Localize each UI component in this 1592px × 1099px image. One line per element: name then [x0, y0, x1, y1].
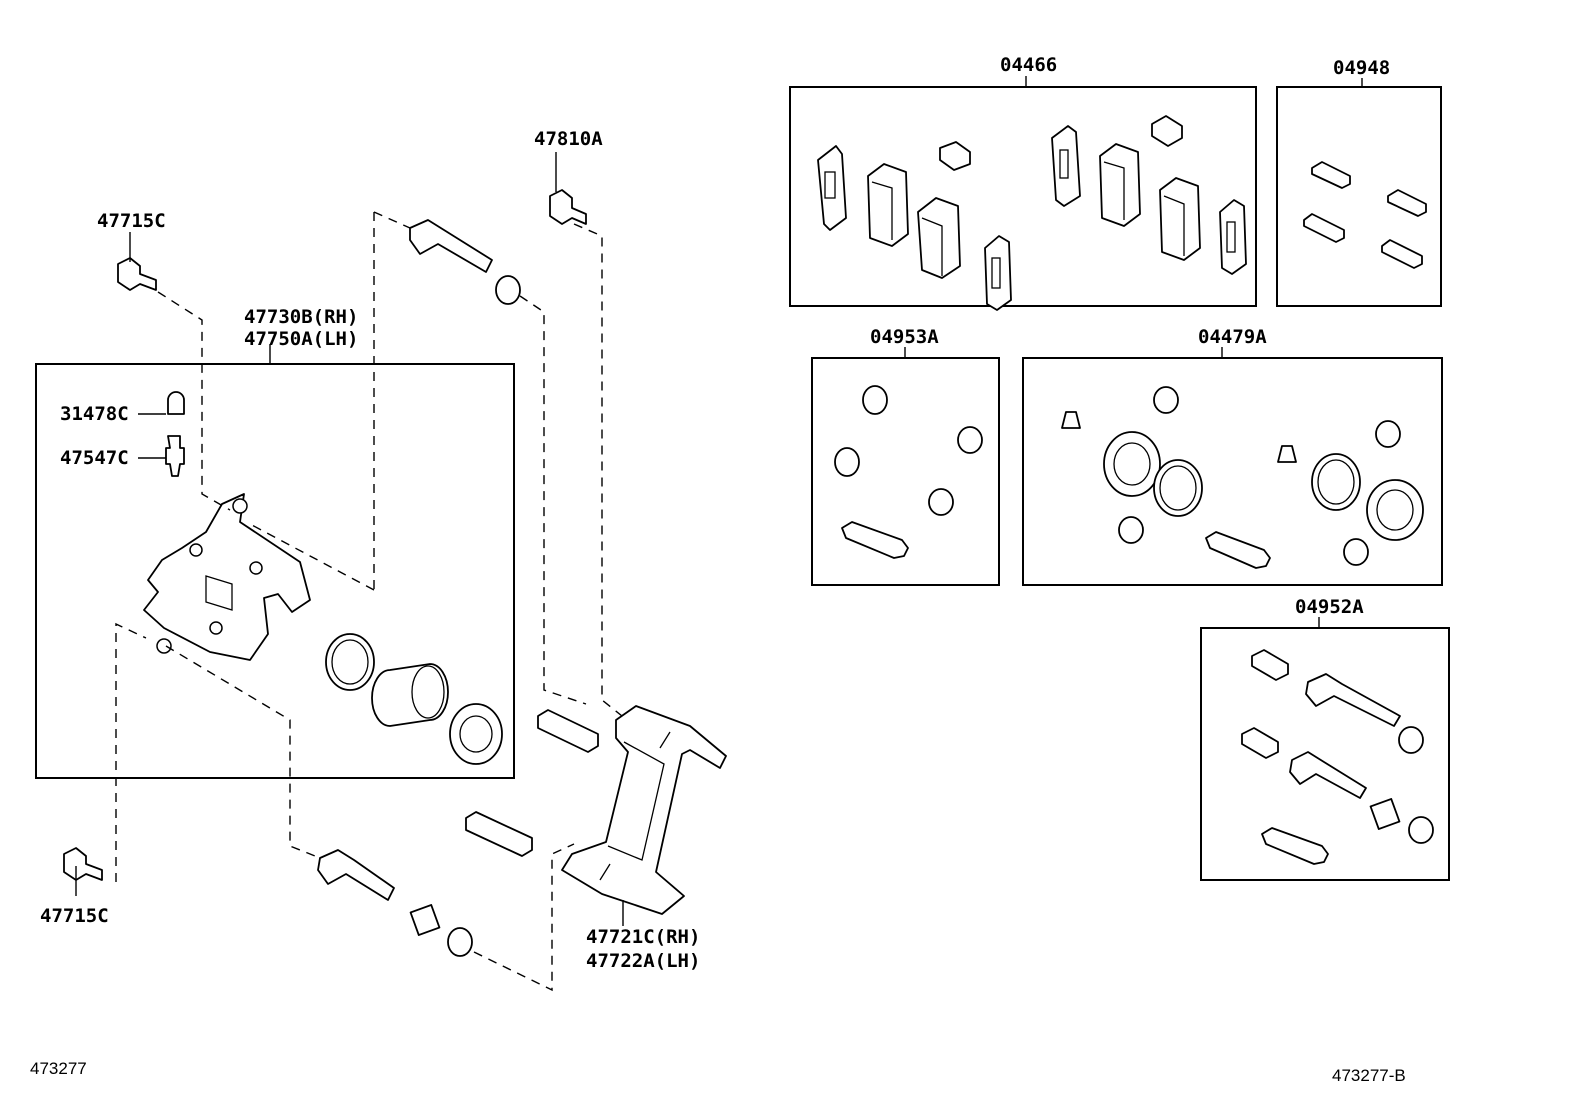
caliper-assembly-box [35, 363, 515, 779]
label-04953A: 04953A [870, 326, 939, 348]
label-04466: 04466 [1000, 54, 1057, 76]
boot-kit-04953A [834, 385, 983, 559]
label-47715C-bottom: 47715C [40, 905, 109, 927]
label-47547C: 47547C [60, 447, 129, 469]
label-47730B-RH: 47730B(RH) [244, 306, 358, 328]
kit-box-04479A [1022, 357, 1443, 586]
label-47750A-LH: 47750A(LH) [244, 328, 358, 350]
kit-box-04952A [1200, 627, 1450, 881]
label-04952A: 04952A [1295, 596, 1364, 618]
label-47721C-RH: 47721C(RH) [586, 926, 700, 948]
label-04479A: 04479A [1198, 326, 1267, 348]
caliper-mounting-bracket [561, 705, 727, 915]
label-47722A-LH: 47722A(LH) [586, 950, 700, 972]
explode-line-top-bolt [157, 291, 231, 511]
guide-pin-lower [317, 849, 473, 957]
guide-pin-upper [409, 219, 521, 305]
label-47715C-top: 47715C [97, 210, 166, 232]
label-47810A: 47810A [534, 128, 603, 150]
bolt-47810A [549, 189, 587, 225]
label-04948: 04948 [1333, 57, 1390, 79]
seal-kit-04479A [1061, 386, 1424, 569]
bolt-47715C-bottom [63, 847, 103, 881]
pad-support-plates [465, 709, 599, 857]
brake-pad-set-04466 [817, 115, 1247, 311]
reference-number-left: 473277 [30, 1059, 87, 1078]
label-31478C: 31478C [60, 403, 129, 425]
reference-number-right: 473277-B [1332, 1066, 1406, 1085]
anti-rattle-clip-set-04948 [1303, 161, 1427, 269]
kit-box-04948 [1276, 86, 1442, 307]
caliper-body [143, 391, 503, 765]
bolt-47715C-top [117, 257, 157, 291]
kit-box-04466 [789, 86, 1257, 307]
guide-pin-kit-04952A [1241, 649, 1434, 865]
